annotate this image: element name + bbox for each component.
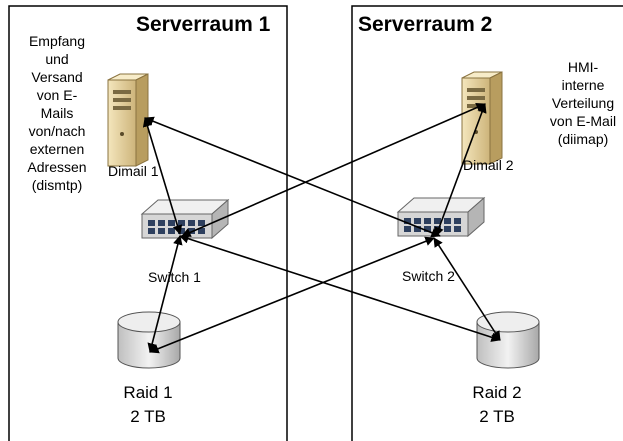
link-switch2-raid1 [149,236,435,354]
server-1-label: Dimail 1 [108,163,159,179]
serverroom-1-title: Serverraum 1 [136,13,271,36]
network-switch-icon [140,198,230,240]
raid-2-size: 2 TB [479,407,515,426]
link-server2-switch1 [181,103,486,237]
switch-1-label: Switch 1 [148,269,201,285]
svg-text:interne: interne [562,77,605,93]
raid-1-size: 2 TB [130,407,166,426]
svg-text:externen: externen [30,141,84,157]
svg-text:von E-: von E- [37,87,78,103]
svg-text:von E-Mail: von E-Mail [550,113,616,129]
disk-storage-icon [117,311,181,369]
svg-text:(diimap): (diimap) [558,131,609,147]
svg-text:und: und [45,51,68,67]
serverroom-1-note: Empfang und Versand von E- Mails von/nac… [27,33,86,193]
serverroom-2-note: HMI- interne Verteilung von E-Mail (diim… [550,59,616,147]
raid-1-name: Raid 1 [123,383,172,402]
svg-text:Verteilung: Verteilung [552,95,614,111]
serverroom-2-title: Serverraum 2 [358,13,492,36]
link-switch2-raid2 [433,237,501,341]
svg-text:HMI-: HMI- [568,59,599,75]
link-switch1-raid2 [179,234,501,342]
svg-text:von/nach: von/nach [29,123,86,139]
svg-text:Empfang: Empfang [29,33,85,49]
raid-2-name: Raid 2 [472,383,521,402]
server-2-label: Dimail 2 [463,157,514,173]
switch-2-label: Switch 2 [402,268,455,284]
disk-storage-icon [476,311,540,369]
network-switch-icon [396,196,486,238]
server-tower-icon [107,73,149,167]
link-server2-switch2 [434,103,487,237]
svg-text:Versand: Versand [31,69,82,85]
svg-text:(dismtp): (dismtp) [32,177,83,193]
svg-text:Mails: Mails [41,105,74,121]
svg-text:Adressen: Adressen [27,159,86,175]
